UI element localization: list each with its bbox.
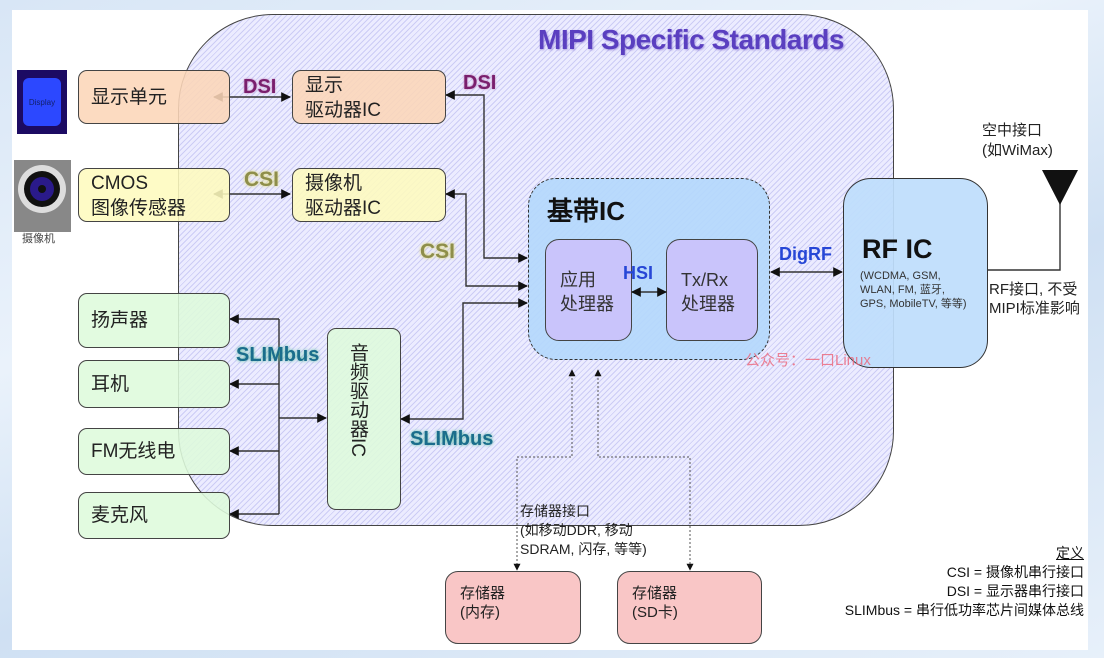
display-driver-line1: 显示 bbox=[305, 75, 344, 96]
speaker-label: 扬声器 bbox=[91, 310, 149, 331]
display-unit-block: 显示单元 bbox=[78, 70, 230, 124]
rf-ic-desc-line2: WLAN, FM, 蓝牙, bbox=[860, 284, 945, 296]
memory-interface-label: 存储器接口 (如移动DDR, 移动 SDRAM, 闪存, 等等) bbox=[520, 502, 647, 559]
memory-interface-line3: SDRAM, 闪存, 等等) bbox=[520, 541, 647, 557]
microphone-label: 麦克风 bbox=[91, 505, 149, 526]
csi-label-baseband: CSI bbox=[420, 240, 456, 263]
dsi-label-baseband: DSI bbox=[463, 72, 497, 94]
fm-radio-label: FM无线电 bbox=[91, 441, 176, 462]
air-interface-line1: 空中接口 bbox=[982, 122, 1043, 139]
txrx-processor-line1: Tx/Rx bbox=[681, 270, 728, 290]
digrf-label: DigRF bbox=[779, 244, 832, 264]
wire-memory-sd bbox=[594, 369, 694, 571]
memory-ram-block: 存储器 (内存) bbox=[445, 571, 581, 644]
antenna-icon bbox=[1042, 170, 1078, 205]
memory-interface-line1: 存储器接口 bbox=[520, 503, 590, 519]
display-unit-label: 显示单元 bbox=[91, 86, 168, 108]
memory-sd-line1: 存储器 bbox=[632, 585, 678, 602]
rf-interface-note: RF接口, 不受 MIPI标准影响 bbox=[989, 280, 1080, 318]
legend-slimbus: SLIMbus = 串行低功率芯片间媒体总线 bbox=[844, 602, 1084, 618]
rf-ic-title: RF IC bbox=[862, 234, 933, 264]
memory-sd-line2: (SD卡) bbox=[632, 604, 678, 621]
camera-caption: 摄像机 bbox=[22, 233, 55, 245]
display-driver-block: 显示 驱动器IC bbox=[292, 70, 446, 124]
baseband-ic-block: 基带IC 应用 处理器 Tx/Rx 处理器 HSI bbox=[528, 178, 770, 360]
legend-heading: 定义 bbox=[1056, 545, 1084, 561]
txrx-processor-line2: 处理器 bbox=[681, 294, 735, 314]
earphone-label: 耳机 bbox=[91, 373, 130, 395]
camera-driver-line1: 摄像机 bbox=[305, 173, 363, 194]
hsi-label: HSI bbox=[623, 263, 654, 283]
app-processor-line1: 应用 bbox=[560, 270, 596, 290]
rf-note-line2: MIPI标准影响 bbox=[989, 300, 1080, 317]
earphone-block: 耳机 bbox=[78, 360, 230, 408]
audio-driver-block: 音频驱动器IC bbox=[327, 328, 401, 510]
memory-ram-line2: (内存) bbox=[460, 604, 500, 621]
cmos-label-line2: 图像传感器 bbox=[91, 198, 187, 219]
speaker-block: 扬声器 bbox=[78, 293, 230, 348]
cmos-label-line1: CMOS bbox=[91, 173, 148, 194]
txrx-processor-block: Tx/Rx 处理器 bbox=[666, 239, 758, 341]
camera-icon bbox=[14, 160, 71, 232]
microphone-block: 麦克风 bbox=[78, 492, 230, 539]
cmos-sensor-block: CMOS 图像传感器 bbox=[78, 168, 230, 222]
display-icon: Display bbox=[17, 70, 67, 134]
wire-dsi-baseband bbox=[445, 90, 528, 263]
display-screen-label: Display bbox=[23, 78, 61, 126]
air-interface-line2: (如WiMax) bbox=[982, 142, 1053, 159]
dsi-label-display: DSI bbox=[243, 76, 277, 98]
camera-driver-line2: 驱动器IC bbox=[305, 198, 382, 219]
memory-ram-line1: 存储器 bbox=[460, 585, 506, 602]
audio-driver-label: 音频驱动器IC bbox=[347, 343, 368, 457]
rf-note-line1: RF接口, 不受 bbox=[989, 281, 1078, 298]
watermark-text: 公众号：一口Linux bbox=[745, 352, 871, 369]
wire-csi-baseband bbox=[445, 189, 528, 291]
rf-ic-block: RF IC (WCDMA, GSM, WLAN, FM, 蓝牙, GPS, Mo… bbox=[843, 178, 988, 368]
wire-slimbus-baseband bbox=[400, 298, 528, 424]
fm-radio-block: FM无线电 bbox=[78, 428, 230, 475]
memory-sd-block: 存储器 (SD卡) bbox=[617, 571, 762, 644]
memory-interface-line2: (如移动DDR, 移动 bbox=[520, 522, 633, 538]
app-processor-line2: 处理器 bbox=[560, 294, 614, 314]
wire-rf-antenna bbox=[988, 190, 1061, 271]
camera-driver-block: 摄像机 驱动器IC bbox=[292, 168, 446, 222]
rf-ic-description: (WCDMA, GSM, WLAN, FM, 蓝牙, GPS, MobileTV… bbox=[860, 269, 967, 311]
air-interface-label: 空中接口 (如WiMax) bbox=[982, 121, 1053, 161]
slimbus-label-baseband: SLIMbus bbox=[410, 428, 494, 450]
rf-ic-desc-line3: GPS, MobileTV, 等等) bbox=[860, 298, 967, 310]
rf-ic-desc-line1: (WCDMA, GSM, bbox=[860, 270, 941, 282]
csi-label-camera: CSI bbox=[244, 168, 280, 191]
legend-dsi: DSI = 显示器串行接口 bbox=[946, 583, 1084, 599]
diagram-title: MIPI Specific Standards bbox=[538, 24, 844, 55]
definitions-legend: 定义 CSI = 摄像机串行接口 DSI = 显示器串行接口 SLIMbus =… bbox=[845, 544, 1084, 620]
legend-csi: CSI = 摄像机串行接口 bbox=[946, 564, 1084, 580]
slimbus-label-audio: SLIMbus bbox=[236, 344, 320, 366]
app-processor-block: 应用 处理器 bbox=[545, 239, 632, 341]
baseband-title: 基带IC bbox=[547, 196, 626, 226]
display-driver-line2: 驱动器IC bbox=[305, 100, 382, 121]
